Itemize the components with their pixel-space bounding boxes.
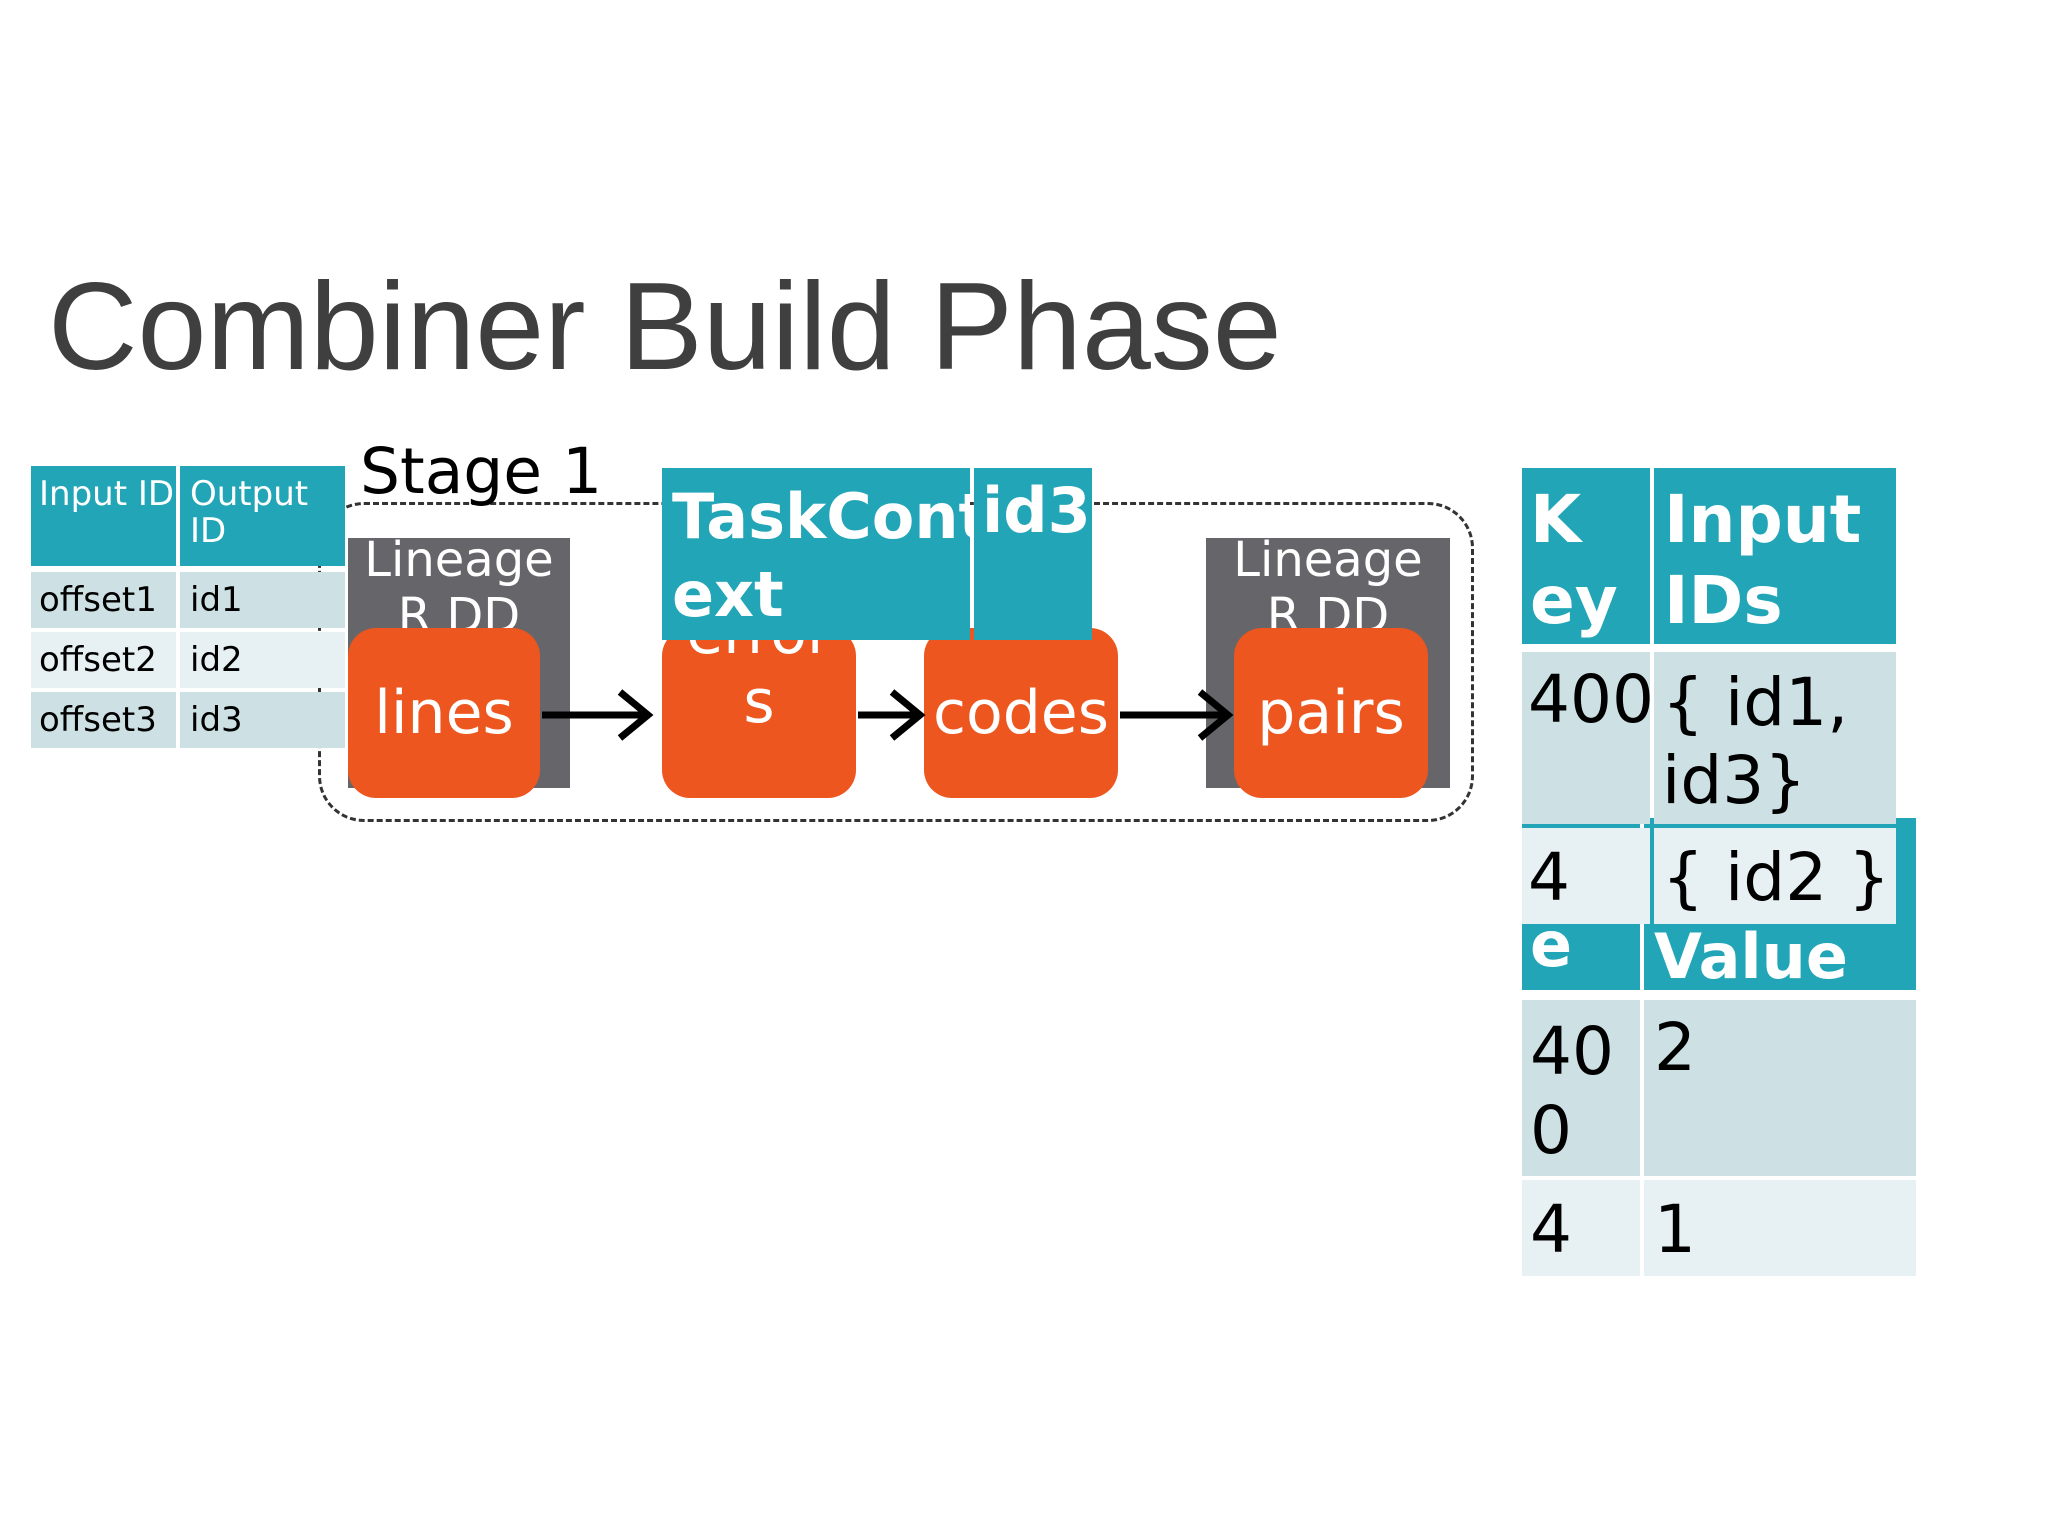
arrow-right-icon <box>1120 689 1234 741</box>
table-cell: offset3 <box>31 692 176 748</box>
table-cell: id3 <box>180 692 345 748</box>
table-header-input-ids: Input IDs <box>1654 468 1896 644</box>
table-header-output-id: Output ID <box>180 466 345 566</box>
table-cell: 2 <box>1644 1000 1916 1176</box>
node-pairs: pairs <box>1234 628 1428 798</box>
slide-title: Combiner Build Phase <box>48 258 1282 396</box>
task-context-label: TaskCont ext <box>672 480 970 631</box>
table-header-input-id: Input ID <box>31 466 176 566</box>
table-cell-text: { id1, id3} <box>1662 664 1849 819</box>
table-cell: { id2 } <box>1654 828 1896 924</box>
table-cell: { id1, id3} <box>1654 652 1896 824</box>
node-lines-label: lines <box>374 677 514 748</box>
table-header-input-ids-text: Input IDs <box>1664 481 1862 639</box>
table-cell: offset1 <box>31 572 176 628</box>
table-cell: 4 <box>1522 1180 1640 1276</box>
node-lines: lines <box>348 628 540 798</box>
table-cell: 1 <box>1644 1180 1916 1276</box>
node-codes-label: codes <box>933 677 1109 748</box>
node-pairs-label: pairs <box>1257 677 1405 748</box>
node-codes: codes <box>924 628 1118 798</box>
task-context-value-cell: id3 <box>974 468 1092 640</box>
task-context-value: id3 <box>982 474 1091 547</box>
table-cell: offset2 <box>31 632 176 688</box>
table-cell: 400 <box>1522 1000 1640 1176</box>
table-cell: id1 <box>180 572 345 628</box>
node-errors: errors <box>662 599 856 798</box>
arrow-right-icon <box>542 689 654 741</box>
stage-label: Stage 1 <box>360 435 603 508</box>
table-cell: 4 <box>1522 828 1650 924</box>
table-cell-text: 400 <box>1530 1013 1614 1170</box>
table-cell: id2 <box>180 632 345 688</box>
table-header-key-text: Key <box>1530 481 1618 639</box>
table-header-key: Key <box>1522 468 1650 644</box>
table-header-output-id-text: Output ID <box>190 474 309 551</box>
task-context-label-cell: TaskCont ext <box>662 468 970 640</box>
arrow-right-icon <box>858 689 926 741</box>
table-cell: 400 <box>1522 652 1650 824</box>
